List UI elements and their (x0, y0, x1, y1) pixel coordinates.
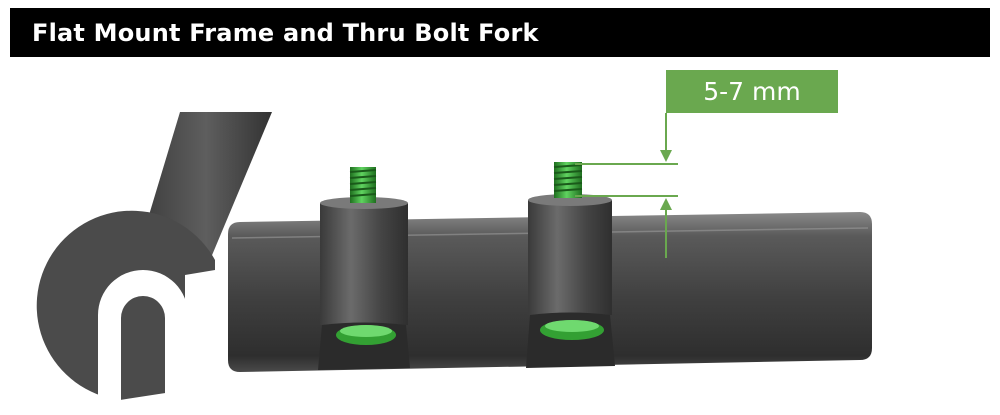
bolt-thread-right (553, 162, 583, 198)
bolt-head-right (540, 320, 604, 340)
mount-boss-right (526, 194, 615, 368)
page-title: Flat Mount Frame and Thru Bolt Fork (32, 18, 539, 47)
dimension-label: 5-7 mm (703, 77, 801, 106)
title-bar: Flat Mount Frame and Thru Bolt Fork (10, 8, 990, 57)
bolt-head-left (336, 325, 396, 345)
dropout (36, 210, 216, 400)
dimension-annotation (575, 70, 838, 258)
bolt-thread-left (349, 167, 377, 203)
